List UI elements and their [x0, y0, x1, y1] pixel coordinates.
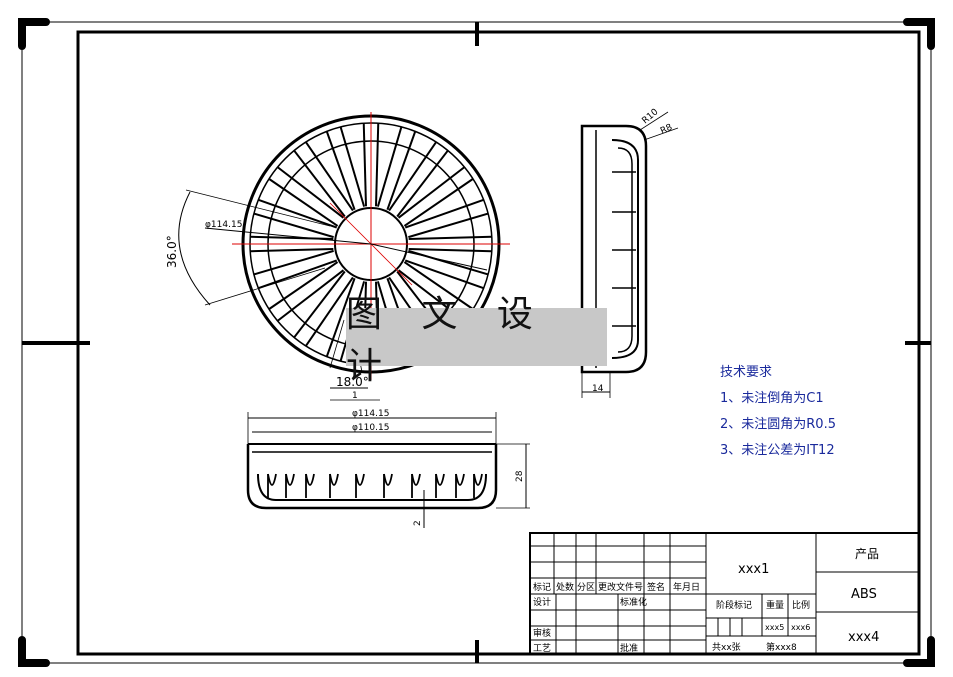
blade-edge: [408, 248, 492, 253]
rib-arc: [267, 473, 277, 486]
blade-edge: [403, 178, 474, 227]
blade-edge: [258, 259, 338, 290]
material: ABS: [851, 587, 877, 602]
dim-inner-diameter: φ110.15: [352, 423, 389, 433]
blade-edge: [404, 259, 484, 290]
bottom-view: [246, 412, 530, 528]
label-process: 工艺: [533, 643, 551, 654]
technical-requirements: 技术要求 1、未注倒角为C1 2、未注圆角为R0.5 3、未注公差为IT12: [720, 360, 836, 464]
blade-edge: [268, 178, 339, 227]
dim-rib-1: 1: [352, 391, 358, 401]
blade-edge: [250, 235, 334, 240]
label-weight: 重量: [766, 599, 784, 611]
revision-header: 处数: [556, 581, 574, 593]
blade-edge: [253, 249, 334, 276]
sheet-number: 第xxx8: [766, 641, 797, 653]
rib-arc: [435, 473, 445, 486]
blade-edge: [397, 166, 466, 219]
blade-edge: [276, 269, 345, 322]
revision-headers: 标记处数分区更改文件号签名年月日: [533, 581, 700, 593]
dim-width-14: 14: [592, 384, 604, 394]
rib-arc: [329, 473, 339, 486]
blade-edge: [250, 248, 334, 253]
rib-arc: [411, 473, 421, 486]
company-name: xxx4: [848, 630, 879, 645]
tech-title: 技术要求: [720, 365, 773, 380]
blade-edge: [408, 235, 492, 240]
blade-edge: [339, 126, 366, 207]
blade-edge: [362, 123, 367, 207]
blade-edge: [305, 276, 354, 347]
blade-edge: [388, 141, 437, 212]
dim-height-28: 28: [515, 470, 525, 482]
watermark-banner: 图 文 设 计: [346, 294, 607, 387]
weight-value: xxx5: [765, 623, 784, 632]
dim-front-diameter: φ114.15: [205, 220, 242, 230]
watermark-text: 图 文 设 计: [346, 294, 547, 387]
blade-edge: [375, 123, 380, 207]
blade-edge: [404, 198, 484, 229]
blade-edge: [276, 166, 345, 219]
blade-edge: [305, 141, 354, 212]
sheets-total: 共xx张: [712, 642, 741, 653]
blade-edge: [376, 126, 403, 207]
tech-item-2: 2、未注圆角为R0.5: [720, 417, 836, 432]
scale-value: xxx6: [791, 623, 810, 632]
dim-wall-2: 2: [413, 520, 423, 526]
blade-edge: [396, 149, 449, 218]
rib-arc: [285, 473, 295, 486]
dim-r8: R8: [659, 122, 674, 136]
label-scale: 比例: [792, 599, 810, 611]
centering-marks: [22, 22, 931, 663]
blade-edge: [325, 277, 356, 357]
blade-edge: [408, 249, 489, 276]
tech-item-3: 3、未注公差为IT12: [720, 443, 835, 458]
revision-header: 签名: [647, 581, 665, 593]
title-block: [529, 532, 920, 655]
rib-arc: [355, 473, 365, 486]
rib-arc: [473, 473, 483, 486]
label-approve: 批准: [620, 642, 638, 654]
dim-outer-diameter: φ114.15: [352, 409, 389, 419]
rib-arc: [383, 473, 393, 486]
label-design: 设计: [533, 596, 551, 608]
blade-edge: [293, 149, 346, 218]
rib-arc: [455, 473, 465, 486]
blade-edge: [408, 212, 489, 239]
blade-edge: [386, 131, 417, 211]
dim-angle-36: 36.0°: [165, 235, 179, 268]
blade-edge: [403, 261, 474, 310]
revision-header: 分区: [577, 582, 595, 593]
drawing-number: xxx1: [738, 562, 769, 577]
corner-marks: [18, 18, 935, 667]
blade-edge: [253, 212, 334, 239]
product-label: 产品: [855, 547, 879, 561]
blade-edge: [258, 198, 338, 229]
blade-edge: [268, 261, 339, 310]
revision-header: 年月日: [673, 581, 700, 593]
dim-angle-18: 18.0°: [336, 375, 369, 389]
label-standardize: 标准化: [620, 596, 647, 608]
rib-arc: [305, 473, 315, 486]
blade-edge: [293, 270, 346, 339]
label-stage-mark: 阶段标记: [716, 599, 752, 611]
tech-item-1: 1、未注倒角为C1: [720, 391, 824, 406]
revision-header: 标记: [533, 581, 551, 593]
blade-edge: [325, 131, 356, 211]
revision-header: 更改文件号: [598, 581, 643, 593]
label-check: 审核: [533, 627, 551, 639]
